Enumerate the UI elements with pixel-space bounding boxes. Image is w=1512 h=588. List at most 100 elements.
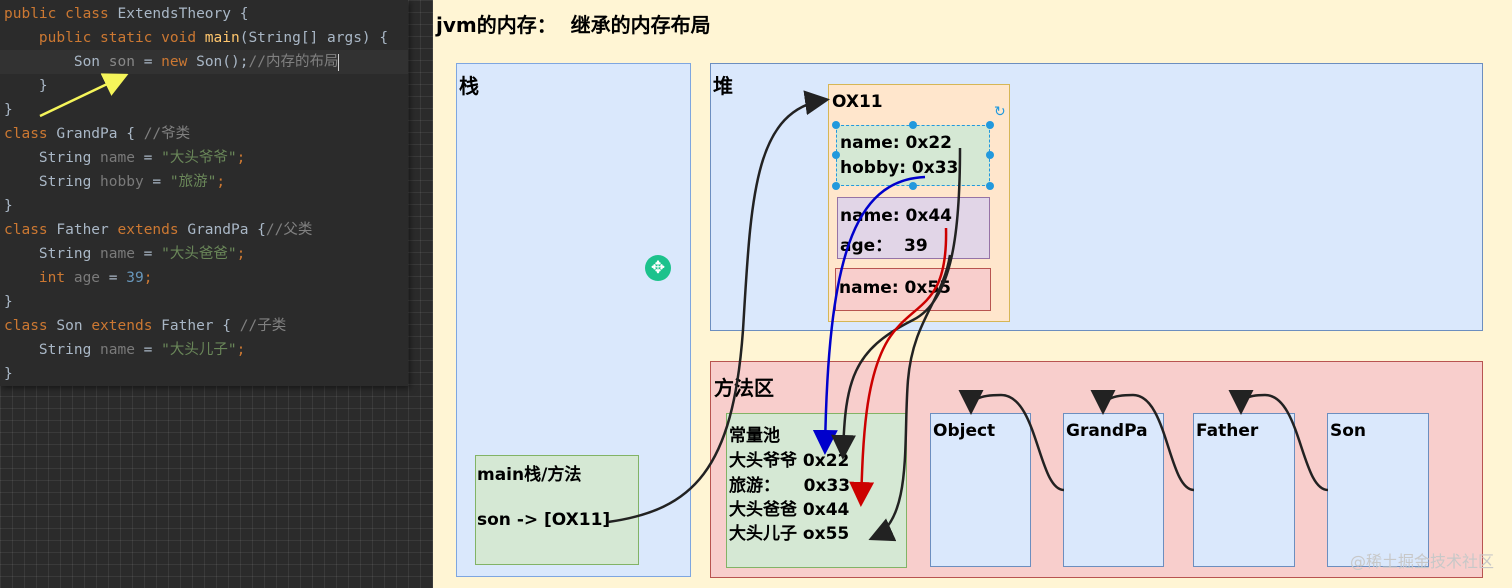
resize-handle[interactable] [832, 151, 840, 159]
code-token: = [134, 150, 162, 166]
code-token: extends [91, 318, 162, 334]
code-line: class Son extends Father { //子类 [4, 314, 286, 338]
code-line: } [4, 98, 13, 122]
main-frame-title: main栈/方法 [477, 465, 582, 485]
ref-arrow-son-object [607, 90, 830, 524]
code-token: class [4, 318, 57, 334]
inherit-arrow-father-grandpa [1090, 389, 1195, 492]
code-token: Son(); [196, 54, 249, 70]
ref-arrow-son-name [868, 254, 952, 542]
inherit-arrow-grandpa-object [958, 389, 1065, 492]
code-token: GrandPa { [187, 222, 266, 238]
code-token: class [4, 222, 57, 238]
code-line: } [4, 290, 13, 314]
code-token: String [4, 174, 101, 190]
code-line: public static void main(String[] args) { [4, 26, 388, 50]
code-token: = [134, 246, 162, 262]
code-token: Father { [161, 318, 240, 334]
rotate-icon[interactable]: ↻ [994, 104, 1006, 120]
class-son-label: Son [1330, 421, 1367, 441]
main-stack-frame[interactable] [475, 455, 639, 565]
code-token: age [73, 270, 101, 286]
pool-entry-son: 大头儿子 ox55 [729, 524, 850, 544]
father-age-field: age： 39 [840, 236, 928, 256]
code-line: class GrandPa { //爷类 [4, 122, 190, 146]
code-token: //子类 [239, 318, 287, 334]
class-son[interactable] [1327, 413, 1429, 567]
move-icon[interactable]: ✥ [645, 255, 671, 281]
class-father[interactable] [1193, 413, 1295, 567]
code-line: } [4, 194, 13, 218]
code-token: = [100, 270, 127, 286]
resize-handle[interactable] [832, 121, 840, 129]
code-token: "大头儿子" [161, 342, 237, 358]
code-token: = [134, 342, 162, 358]
method-area-label: 方法区 [714, 376, 774, 400]
code-token: (String[] args) { [239, 30, 389, 46]
code-token: Son [56, 318, 92, 334]
class-grandpa[interactable] [1063, 413, 1164, 567]
code-token: new [161, 54, 197, 70]
code-token: String [4, 342, 101, 358]
code-token: main [204, 30, 240, 46]
code-token: ; [236, 150, 246, 166]
stack-label: 栈 [459, 74, 479, 98]
ref-arrow-hobby [812, 175, 926, 455]
diagram-title: jvm的内存： 继承的内存布局 [436, 13, 711, 37]
class-grandpa-label: GrandPa [1066, 421, 1148, 441]
code-token: "大头爸爸" [161, 246, 237, 262]
grandpa-hobby-field: hobby: 0x33 [840, 158, 959, 178]
heap-label: 堆 [713, 74, 733, 98]
text-caret [338, 53, 340, 71]
class-father-label: Father [1196, 421, 1259, 441]
code-token: extends [117, 222, 188, 238]
watermark: @稀土掘金技术社区 [1349, 552, 1494, 571]
ref-arrow-grandpa-name [831, 147, 962, 460]
son-reference: son -> [OX11] [477, 510, 611, 530]
code-token: String [4, 150, 101, 166]
class-object[interactable] [930, 413, 1031, 567]
code-token: name [100, 342, 135, 358]
resize-handle[interactable] [909, 182, 917, 190]
code-token: ; [143, 270, 153, 286]
constant-pool-title: 常量池 [729, 426, 780, 446]
object-address: OX11 [832, 92, 883, 112]
class-object-label: Object [933, 421, 996, 441]
code-token: } [4, 366, 13, 382]
code-token: "旅游" [169, 174, 217, 190]
code-line: Son son = new Son();//内存的布局 [4, 50, 340, 74]
code-token: class [4, 126, 57, 142]
code-token: GrandPa { [56, 126, 144, 142]
code-token: ; [236, 342, 246, 358]
memory-diagram: jvm的内存： 继承的内存布局 栈 main栈/方法 son -> [OX11]… [433, 0, 1512, 588]
resize-handle[interactable] [986, 121, 994, 129]
code-line: } [4, 362, 13, 386]
code-token: son [108, 54, 135, 70]
code-token: Son [4, 54, 109, 70]
code-line: public class ExtendsTheory { [4, 2, 248, 26]
code-line: String name = "大头儿子"; [4, 338, 245, 362]
code-token: String [4, 246, 101, 262]
code-token: "大头爷爷" [161, 150, 237, 166]
code-token: //爷类 [143, 126, 191, 142]
father-name-field: name: 0x44 [840, 206, 952, 226]
code-token: } [4, 102, 13, 118]
son-fields[interactable] [835, 268, 991, 311]
pool-entry-father: 大头爸爸 0x44 [729, 500, 850, 520]
code-token: } [4, 294, 13, 310]
code-token: = [134, 54, 162, 70]
reference-arrows [607, 90, 1329, 542]
code-panel[interactable]: public class ExtendsTheory { public stat… [0, 0, 408, 386]
resize-handle[interactable] [986, 151, 994, 159]
code-token: int [4, 270, 74, 286]
code-line: class Father extends GrandPa {//父类 [4, 218, 312, 242]
pool-entry-travel: 旅游： 0x33 [729, 476, 851, 496]
code-token: = [143, 174, 170, 190]
resize-handle[interactable] [986, 182, 994, 190]
resize-handle[interactable] [832, 182, 840, 190]
resize-handle[interactable] [909, 121, 917, 129]
annotation-arrow [39, 73, 129, 118]
code-token: public static void [4, 30, 205, 46]
father-fields[interactable] [837, 197, 990, 259]
code-token: 39 [126, 270, 144, 286]
